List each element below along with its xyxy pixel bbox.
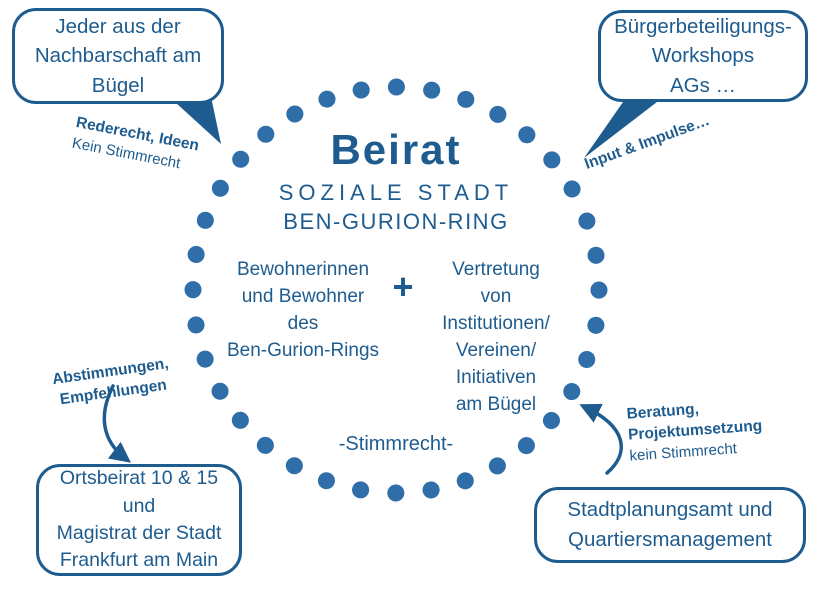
group-line: Ben-Gurion-Rings <box>226 339 380 361</box>
member-group-residents: Bewohnerinnen und Bewohner des Ben-Gurio… <box>210 257 396 365</box>
bubble-line: Bügel <box>91 73 145 97</box>
arrow-from-planning-office <box>579 403 623 475</box>
arrow-to-city-council <box>102 384 132 463</box>
group-line: Initiativen <box>455 366 537 388</box>
diagram-subtitle-2: BEN-GURION-RING <box>283 209 509 234</box>
group-line: von <box>480 285 512 307</box>
group-line: am Bügel <box>455 393 537 415</box>
bubble-tail-top-right <box>584 92 670 158</box>
circle-title-block: Beirat SOZIALE STADT BEN-GURION-RING <box>246 126 546 235</box>
bubble-line: Quartiersmanagement <box>568 528 772 551</box>
bubble-tail-top-left <box>164 92 221 144</box>
group-line: Bewohnerinnen <box>236 259 370 280</box>
speech-bubble-city-council: Ortsbeirat 10 & 15 und Magistrat der Sta… <box>36 464 242 576</box>
plus-sign: + <box>392 266 414 307</box>
bubble-line: AGs … <box>669 73 737 97</box>
annotation-planning-office: Beratung, Projektumsetzung kein Stimmrec… <box>626 395 764 466</box>
speech-bubble-neighborhood: Jeder aus der Nachbarschaft am Bügel <box>12 8 224 104</box>
diagram-title: Beirat <box>330 126 462 173</box>
speech-bubble-workshops: Bürgerbeteiligungs- Workshops AGs … <box>598 10 808 102</box>
bubble-line: Frankfurt am Main <box>59 549 219 572</box>
bubble-line: Workshops <box>651 44 755 68</box>
group-line: Vertretung <box>452 259 540 280</box>
bubble-line: und <box>122 494 156 517</box>
diagram-subtitle-1: SOZIALE STADT <box>278 180 514 205</box>
group-line: und Bewohner <box>241 285 365 307</box>
group-line: Vereinen/ <box>455 339 537 361</box>
bubble-line: Jeder aus der <box>55 15 181 39</box>
bubble-line: Ortsbeirat 10 & 15 <box>59 467 219 490</box>
bubble-line: Bürgerbeteiligungs- <box>614 15 792 39</box>
voting-note: -Stimmrecht- <box>338 433 454 455</box>
bubble-line: Stadtplanungsamt und <box>567 498 773 522</box>
dotted-circle <box>184 78 608 502</box>
bubble-line: Magistrat der Stadt <box>56 522 222 544</box>
speech-bubble-planning-office: Stadtplanungsamt und Quartiersmanagement <box>534 487 806 563</box>
group-line: Institutionen/ <box>442 312 550 334</box>
member-group-institutions: Vertretung von Institutionen/ Vereinen/ … <box>402 257 590 419</box>
group-line: des <box>287 312 319 334</box>
bubble-line: Nachbarschaft am <box>34 44 202 68</box>
